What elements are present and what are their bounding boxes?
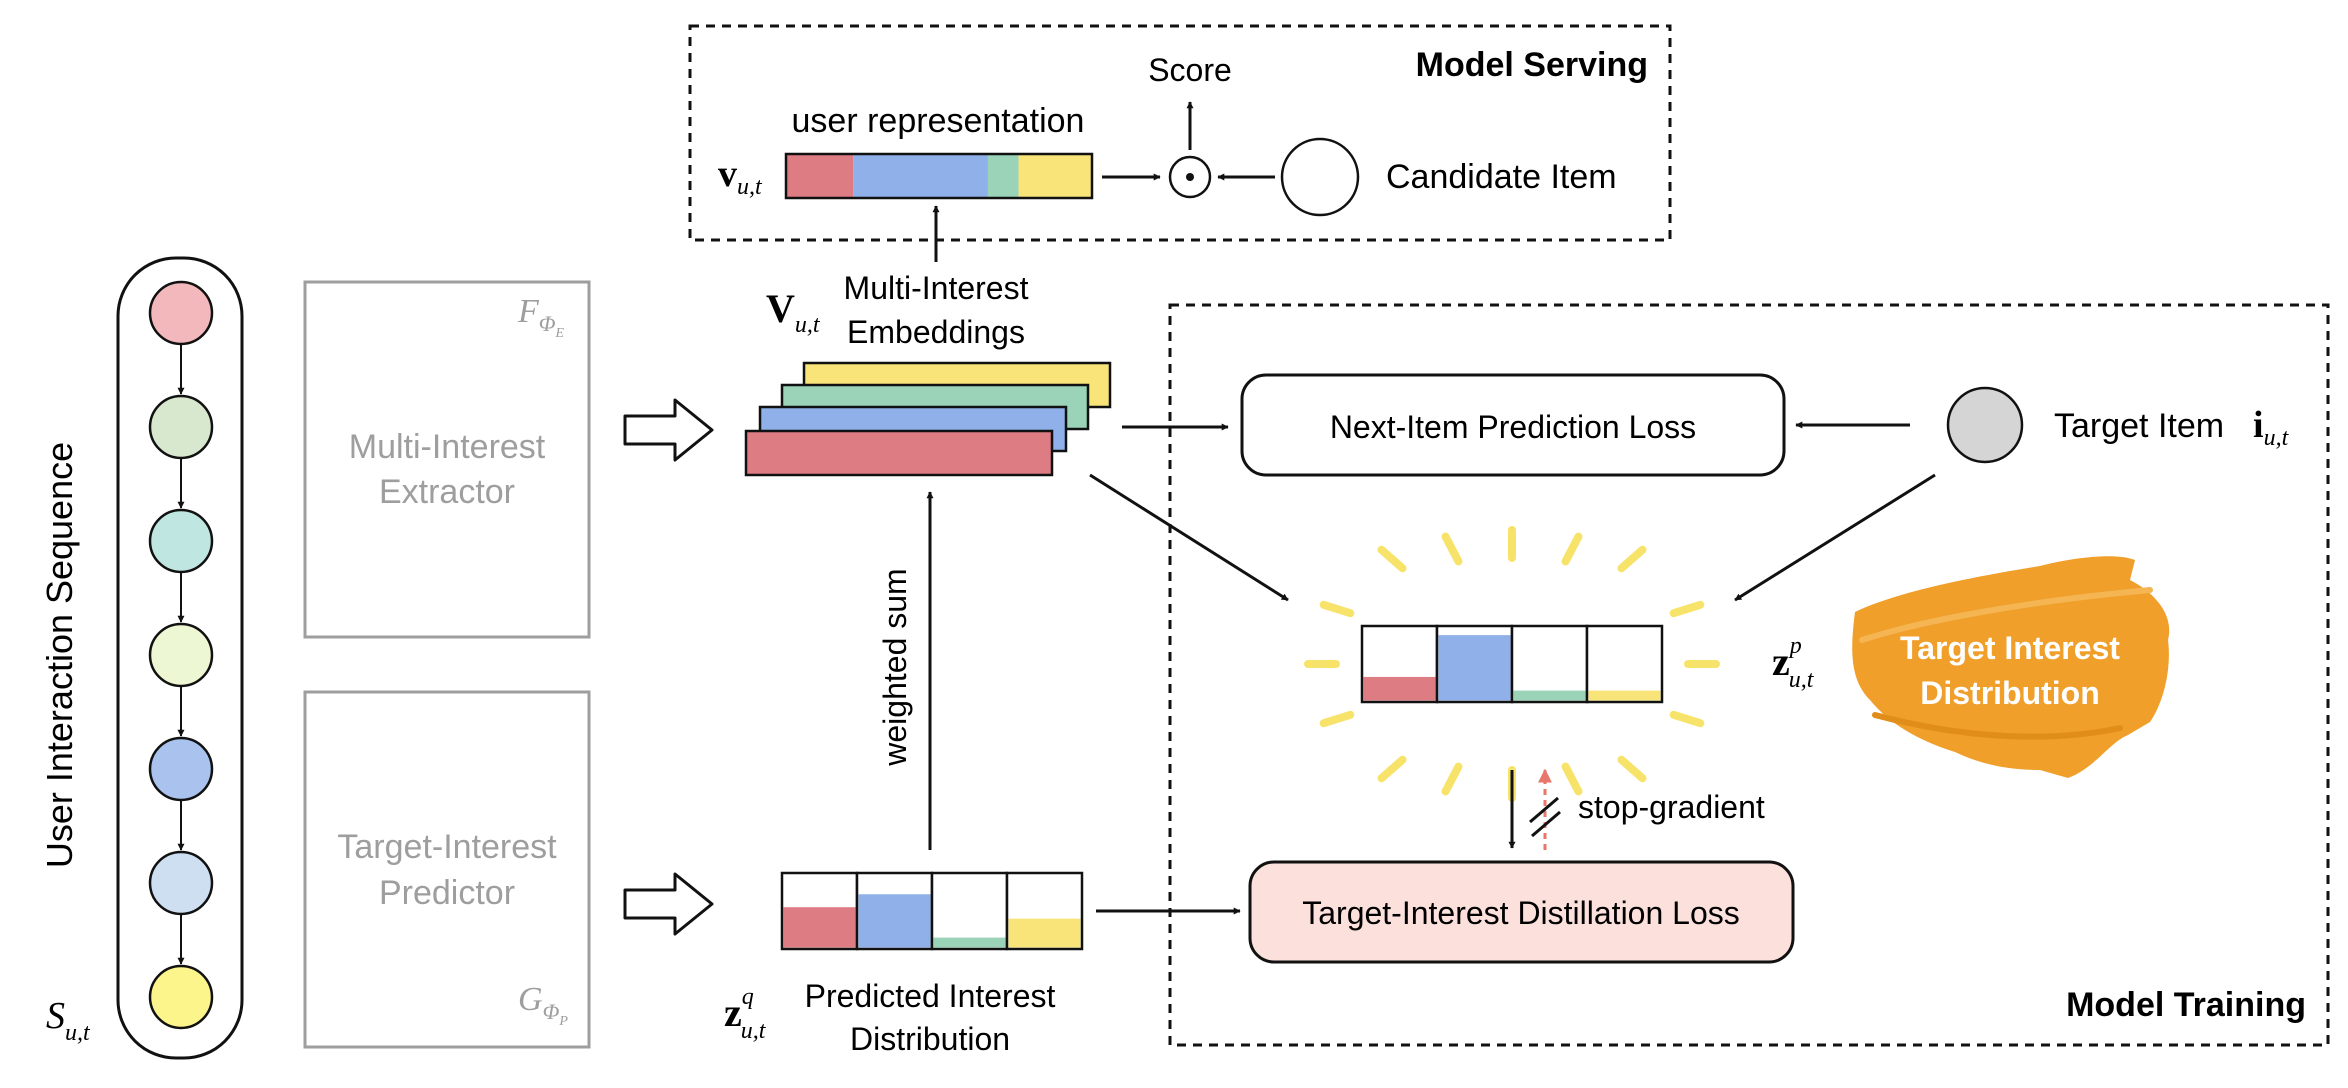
weighted-sum-label: weighted sum: [877, 568, 913, 766]
glow-ray: [1441, 762, 1463, 796]
sequence-title: User Interaction Sequence: [39, 442, 80, 868]
glow-ray: [1669, 600, 1705, 618]
sequence-item-node: [148, 508, 214, 574]
sequence-capsule: [116, 256, 244, 1060]
user-representation-segment-green: [987, 154, 1019, 198]
glow-ray: [1319, 600, 1355, 618]
target-distribution-fill: [1588, 690, 1661, 701]
sequence-item-node: [148, 394, 214, 460]
target-item-node: [1946, 386, 2024, 464]
dot-product-center: [1186, 173, 1194, 181]
target-item-label: Target Item: [2054, 407, 2224, 445]
user-sequence-group: User Interaction Sequence Su,t: [39, 256, 244, 1060]
sequence-item-node: [148, 850, 214, 916]
serving-dashed-frame: [688, 24, 1672, 242]
target-interest-distribution-bar: [1360, 624, 1664, 704]
distill-loss-label: Target-Interest Distillation Loss: [1302, 895, 1740, 931]
glow-ray: [1669, 710, 1705, 728]
candidate-item-node: [1280, 137, 1360, 217]
multi-interest-extractor: Multi-Interest Extractor FΦE: [303, 280, 591, 639]
training-dashed-frame: [1168, 303, 2330, 1047]
model-training-panel: Model Training Next-Item Prediction Loss…: [1089, 303, 2330, 1047]
predicted-interest-distribution-bar: [780, 871, 1084, 951]
target-distribution-fill: [1438, 635, 1511, 701]
training-title: Model Training: [2066, 986, 2306, 1024]
predicted-distribution-fill: [783, 907, 856, 948]
embeddings-stack: Vu,t Multi-Interest Embeddings: [744, 270, 1112, 477]
predictor-label-line1: Target-Interest: [337, 828, 557, 866]
brush-stroke: [1852, 556, 2170, 778]
candidate-item-label: Candidate Item: [1386, 158, 1617, 196]
sequence-symbol: Su,t: [46, 995, 91, 1046]
sequence-item-node: [148, 280, 214, 346]
model-serving-panel: Model Serving user representation vu,t S…: [688, 24, 1672, 242]
extractor-label-line2: Extractor: [379, 473, 515, 511]
embeddings-symbol: Vu,t: [766, 286, 821, 338]
embedding-layer-red: [744, 429, 1054, 477]
user-representation-label: user representation: [792, 102, 1085, 140]
glow-ray: [1617, 755, 1647, 783]
user-representation-outline: [784, 152, 1094, 200]
stop-gradient-slash-2: [1531, 810, 1561, 838]
stop-gradient-label: stop-gradient: [1578, 789, 1765, 825]
embeddings-label-line1: Multi-Interest: [844, 270, 1029, 306]
glow-ray: [1441, 532, 1463, 566]
predicted-distribution-fill: [933, 937, 1006, 948]
predicted-distribution-fill: [858, 894, 931, 948]
distill-loss-box: [1248, 860, 1795, 964]
predictor-symbol: GΦP: [518, 981, 568, 1029]
brush-label-line2: Distribution: [1920, 675, 2100, 711]
next-item-loss-label: Next-Item Prediction Loss: [1330, 409, 1696, 445]
target-interest-predictor: Target-Interest Predictor GΦP: [303, 690, 591, 1049]
predictor-box: [303, 690, 591, 1049]
glow-ray: [1377, 755, 1407, 783]
block-arrow-extractor: [623, 398, 714, 462]
user-representation-segment-red: [786, 154, 854, 198]
target-distribution-cell: [1585, 624, 1664, 704]
user-vector-symbol: vu,t: [718, 153, 763, 200]
glow-ray: [1377, 545, 1407, 573]
user-representation-bar: [786, 154, 1092, 198]
embeddings-label-line2: Embeddings: [847, 314, 1025, 350]
next-item-loss-box: [1240, 373, 1786, 477]
extractor-label-line1: Multi-Interest: [349, 428, 546, 466]
sequence-item-node: [148, 964, 214, 1030]
extractor-box: [303, 280, 591, 639]
highlight-glow-rays: [1304, 526, 1720, 802]
stop-gradient-slash-1: [1529, 796, 1559, 824]
target-distribution-fill: [1513, 690, 1586, 701]
glow-ray: [1561, 532, 1583, 566]
block-arrow-predictor: [623, 872, 714, 936]
user-representation-segment-yellow: [1018, 154, 1092, 198]
arrow-target-item-to-target-dist: [1734, 473, 1936, 602]
sequence-item-node: [148, 736, 214, 802]
arrow-embeddings-to-target-dist: [1089, 473, 1289, 602]
serving-title: Model Serving: [1416, 46, 1648, 84]
brush-label-line1: Target Interest: [1900, 630, 2120, 666]
sequence-item-node: [148, 622, 214, 688]
extractor-symbol: FΦE: [517, 293, 565, 341]
target-item-symbol: iu,t: [2253, 404, 2290, 451]
target-distribution-brush-badge: Target Interest Distribution: [1852, 556, 2170, 778]
glow-ray: [1617, 545, 1647, 573]
brush-streak-2: [1872, 712, 2123, 740]
predicted-distribution-fill: [1008, 918, 1081, 948]
score-label: Score: [1148, 52, 1232, 88]
brush-streak-1: [1859, 587, 2153, 643]
user-representation-segment-blue: [853, 154, 988, 198]
predicted-label-line2: Distribution: [850, 1021, 1010, 1057]
glow-ray: [1319, 710, 1355, 728]
glow-ray: [1561, 762, 1583, 796]
predictor-label-line2: Predictor: [379, 874, 515, 912]
target-distribution-fill: [1363, 676, 1436, 701]
sequence-nodes: [148, 280, 214, 1030]
predicted-label-line1: Predicted Interest: [805, 978, 1056, 1014]
